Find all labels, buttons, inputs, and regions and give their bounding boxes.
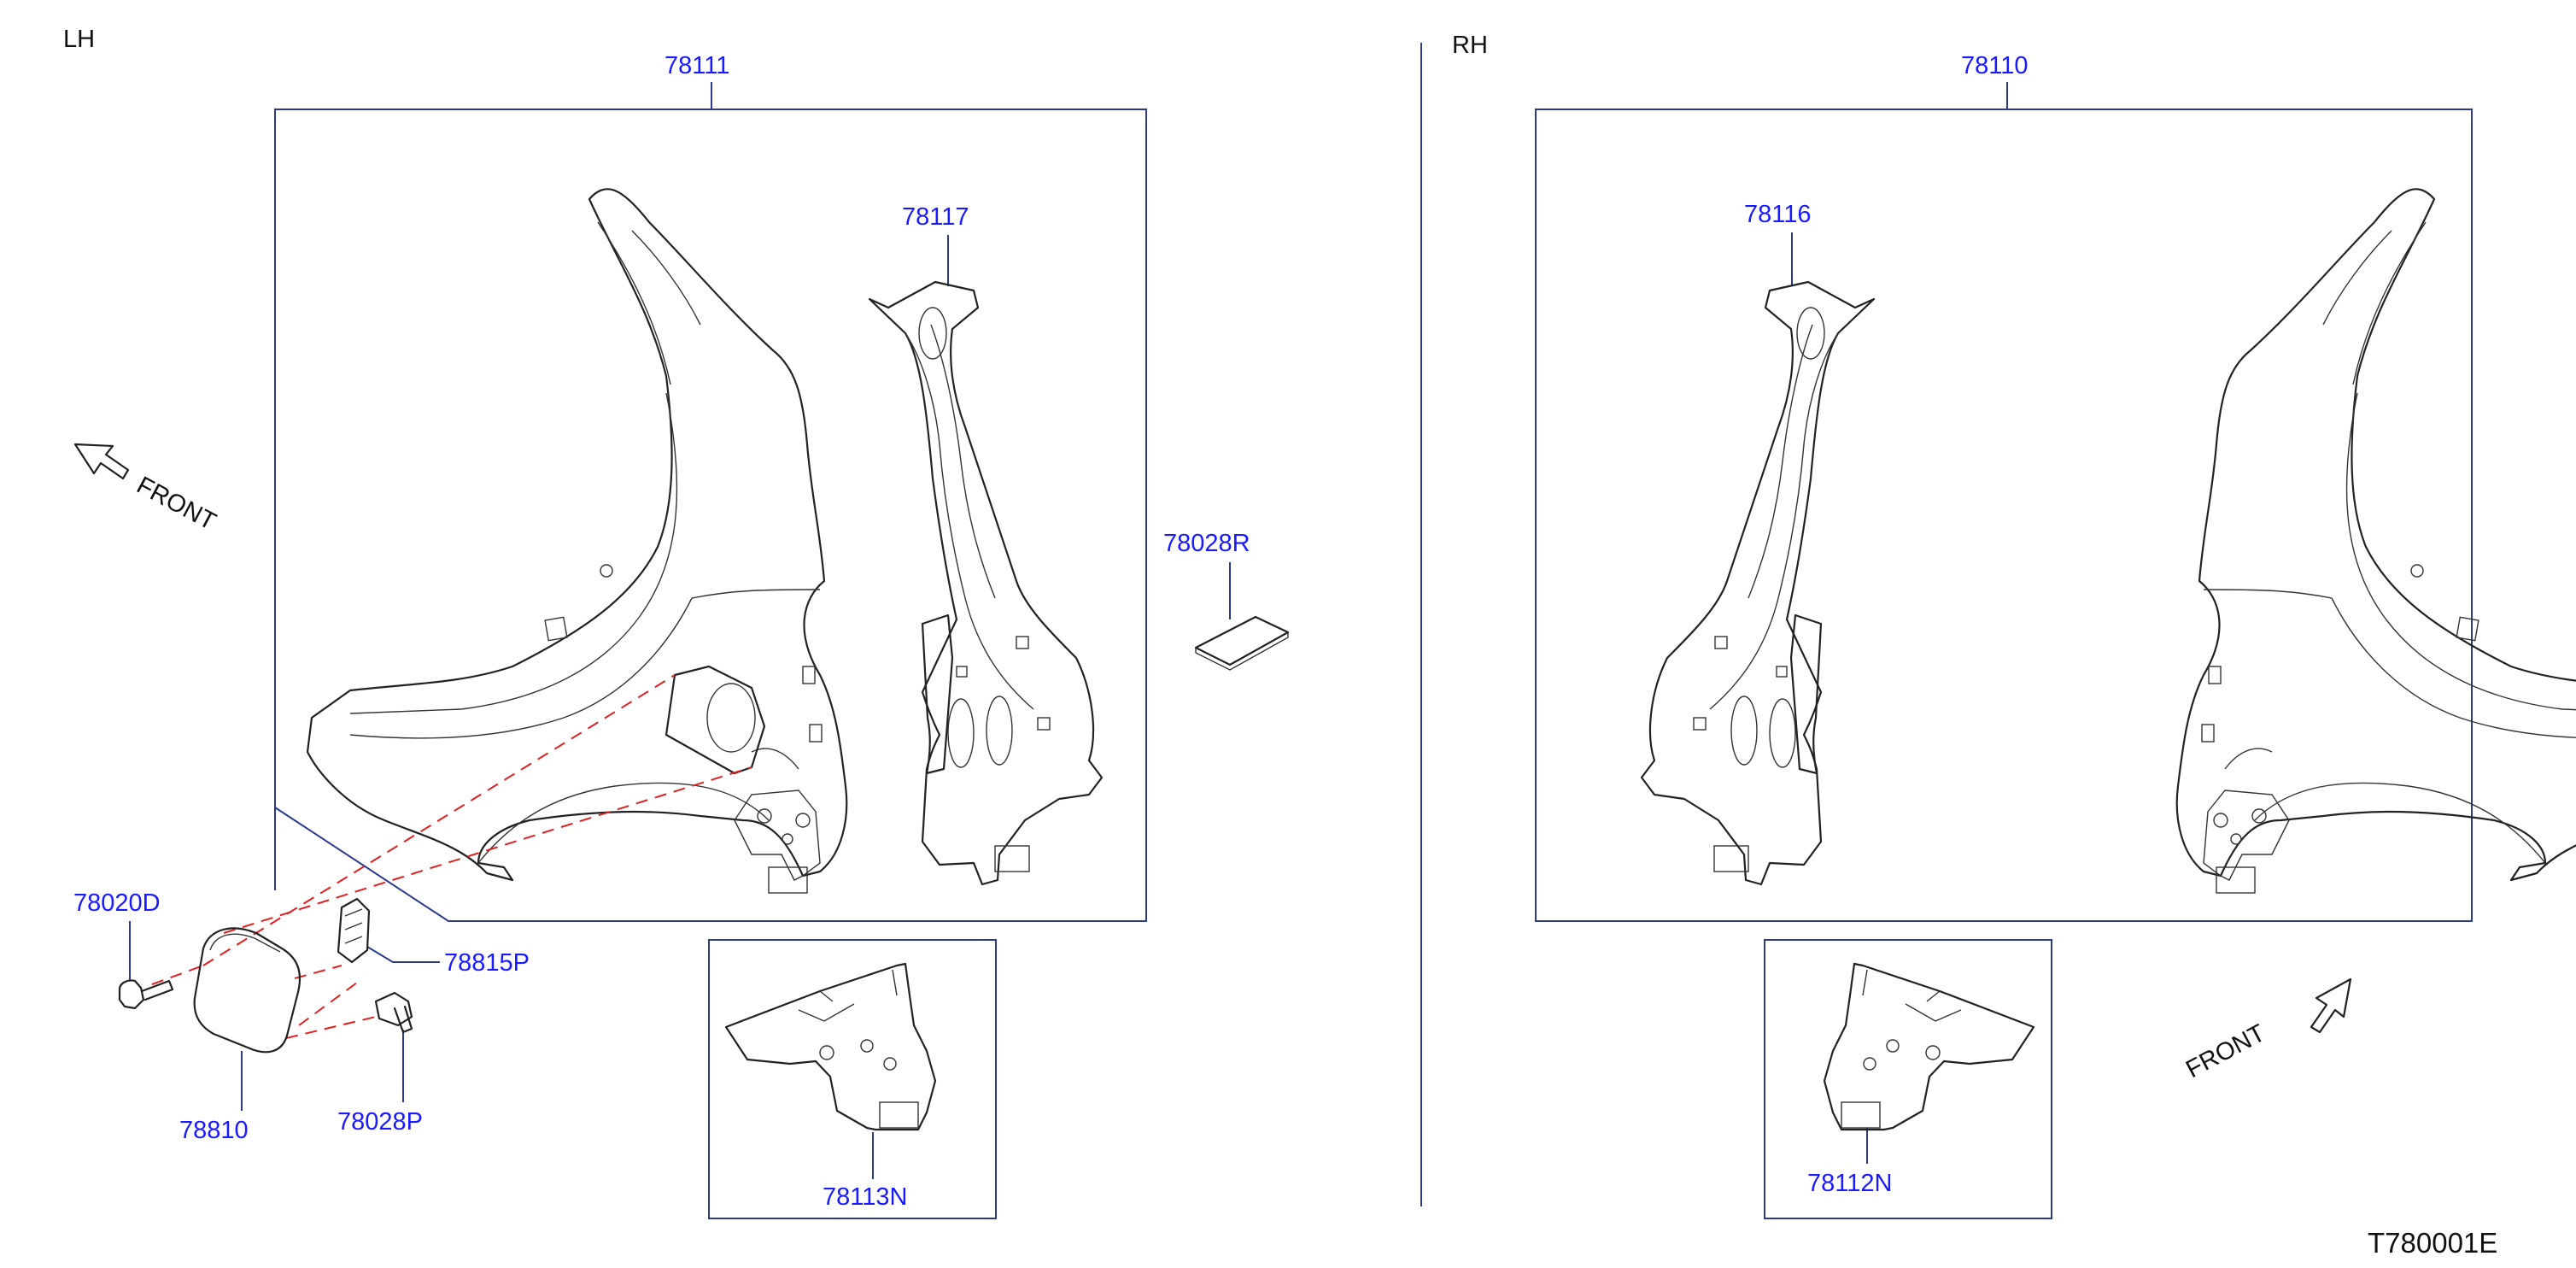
callout-78113N[interactable]: 78113N [823,1183,907,1211]
rh-label: RH [1452,32,1488,59]
callout-78815P[interactable]: 78815P [444,949,530,977]
lh-inner-pillar [868,280,1104,886]
callout-78110[interactable]: 78110 [1961,52,2029,79]
lh-label: LH [63,26,95,53]
callout-78810[interactable]: 78810 [179,1117,249,1144]
rh-bracket-78112N [1823,962,2035,1131]
rh-front-arrow: FRONT [2181,977,2352,1083]
pad-78028R [1194,615,1290,671]
leader-78815P [366,946,440,963]
frame-78112N [1764,939,2052,1219]
frame-78110 [1535,109,2473,922]
rh-quarter-panel [2175,188,2576,894]
rh-inner-pillar [1640,280,1876,886]
frame-78111 [274,109,1147,922]
screw-78020D [118,979,174,1010]
callout-78028R[interactable]: 78028R [1163,530,1250,557]
lh-quarter-panel [306,188,848,894]
hinge-78815P [337,897,371,964]
bumper-78028P [374,991,413,1034]
callout-78116[interactable]: 78116 [1744,201,1812,228]
callout-78028P[interactable]: 78028P [337,1108,423,1136]
callout-78112N[interactable]: 78112N [1807,1170,1892,1197]
callout-78111[interactable]: 78111 [664,52,729,79]
lh-bracket-78113N [724,962,937,1131]
callout-78117[interactable]: 78117 [902,203,969,231]
lh-front-arrow: FRONT [73,443,220,536]
assembly-dash-lines [151,674,752,1039]
callout-78020D[interactable]: 78020D [73,889,161,917]
lh-front-label: FRONT [132,472,220,536]
drawing-number: T780001E [2368,1227,2497,1259]
frame-78113N [708,939,997,1219]
fuel-lid-78810 [193,927,301,1054]
rh-front-label: FRONT [2181,1019,2269,1083]
